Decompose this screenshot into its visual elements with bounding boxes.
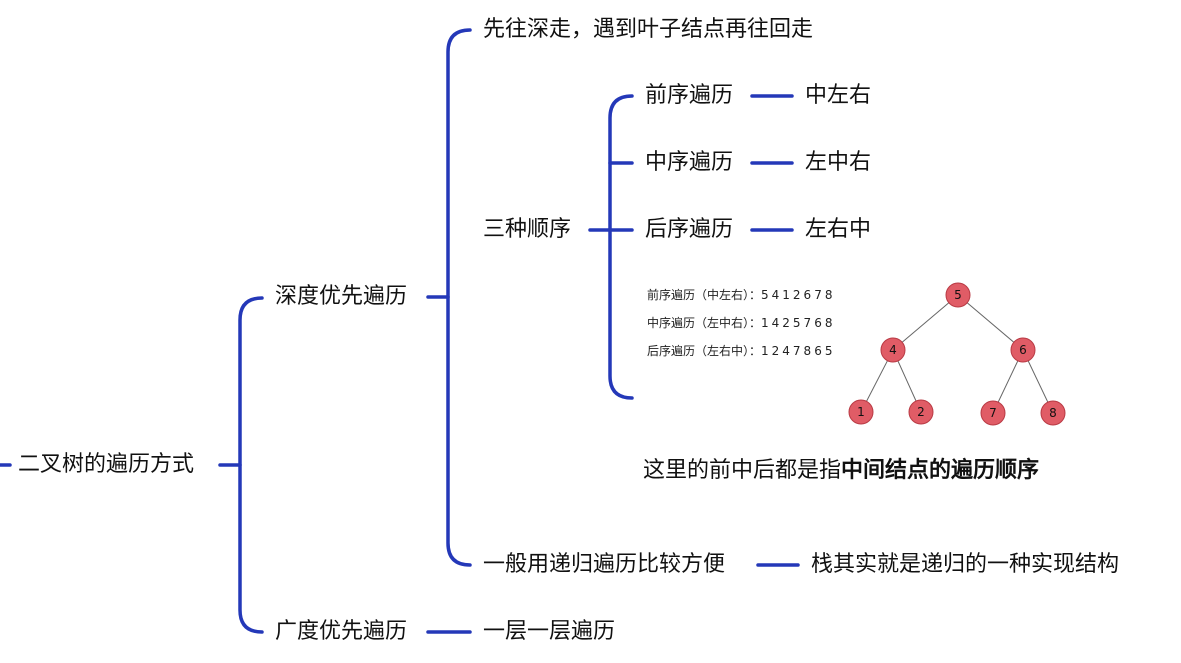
order-note-emphasis: 中间结点的遍历顺序 [841,458,1040,483]
binary-tree-diagram: 5 4 6 1 2 7 8 [848,282,1066,426]
tree-node-label: 7 [989,406,997,420]
postorder-node: 后序遍历 [645,217,734,242]
example-sequence: 1425768 [761,316,836,330]
breadth-first-node: 广度优先遍历 [275,619,408,644]
tree-node-label: 4 [889,343,897,357]
tree-node-label: 1 [857,405,865,419]
tree-node-circle [1040,400,1066,426]
example-sequence: 1247865 [761,344,836,358]
inorder-example: 中序遍历（左中右）：1425768 [647,315,835,331]
inorder-node: 中序遍历 [645,150,734,175]
preorder-pattern: 中左右 [805,83,872,108]
tree-edge [957,294,1024,351]
preorder-example: 前序遍历（中左右）：5412678 [647,287,835,303]
tree-node-label: 8 [1049,406,1057,420]
example-label: 后序遍历（左右中）： [647,344,762,358]
tree-node-circle [880,337,906,363]
preorder-node: 前序遍历 [645,83,734,108]
tree-node-label: 5 [954,288,962,302]
inorder-pattern: 左中右 [805,150,872,175]
tree-node-circle [1010,337,1036,363]
postorder-example: 后序遍历（左右中）：1247865 [647,343,835,359]
tree-edge [892,294,959,351]
tree-node-circle [945,282,971,308]
example-label: 前序遍历（中左右）： [647,288,762,302]
depth-first-idea: 先往深走，遇到叶子结点再往回走 [483,17,814,42]
depth-first-node: 深度优先遍历 [275,284,408,309]
breadth-first-desc: 一层一层遍历 [483,619,616,644]
root-node: 二叉树的遍历方式 [18,452,195,477]
order-note-text: 这里的前中后都是指 [643,458,842,483]
example-sequence: 5412678 [761,288,836,302]
tree-node-label: 6 [1019,343,1027,357]
tree-node-label: 2 [917,405,925,419]
tree-node-circle [980,400,1006,426]
tree-node-circle [908,399,934,425]
tree-node-circle [848,399,874,425]
recursion-note: 栈其实就是递归的一种实现结构 [811,552,1120,577]
example-label: 中序遍历（左中右）： [647,316,762,330]
postorder-pattern: 左右中 [805,217,872,242]
order-note: 这里的前中后都是指中间结点的遍历顺序 [643,457,1039,485]
recursion-node: 一般用递归遍历比较方便 [483,552,726,577]
orders-node: 三种顺序 [483,217,572,242]
